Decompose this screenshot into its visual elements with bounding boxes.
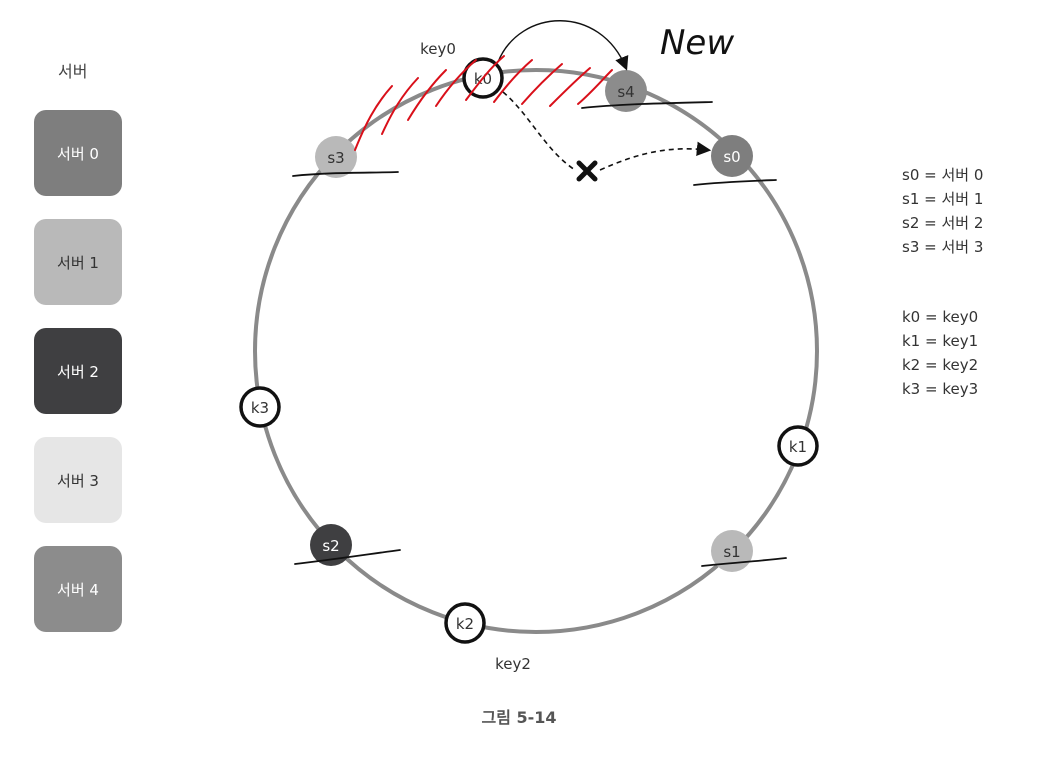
server-mapping-item: s3 = 서버 3 [902,238,984,256]
legend-server-3: 서버 3 [34,437,122,523]
ring-key-k3: k3 [239,386,281,428]
ring-server-s2: s2 [310,524,352,566]
server-mapping-item: s1 = 서버 1 [902,190,984,208]
key-mapping-list: k0 = key0 k1 = key1 k2 = key2 k3 = key3 [902,305,978,401]
removed-route-x-mark [576,160,598,182]
server-mapping-item: s0 = 서버 0 [902,166,984,184]
ring-key-k1-label: k1 [789,438,807,456]
legend-server-2: 서버 2 [34,328,122,414]
key0-caption: key0 [420,40,456,58]
red-hatch-marks [354,55,613,151]
legend-server-0: 서버 0 [34,110,122,196]
key-mapping-item: k0 = key0 [902,308,979,326]
ring-key-k3-label: k3 [251,399,269,417]
ring-server-s3: s3 [315,136,357,178]
legend-server-2-label: 서버 2 [57,362,99,381]
key2-caption: key2 [495,655,531,673]
legend-title: 서버 [58,62,88,81]
legend-server-1: 서버 1 [34,219,122,305]
ring-server-s4-label: s4 [617,83,634,101]
legend-server-4-label: 서버 4 [57,580,99,599]
ring-server-s0: s0 [711,135,753,177]
ring-server-s1: s1 [711,530,753,572]
key-mapping-item: k2 = key2 [902,356,979,374]
handwritten-new-note: New [660,23,734,63]
ring-server-s0-label: s0 [723,148,740,166]
server-mapping-item: s2 = 서버 2 [902,214,984,232]
ring-server-s3-label: s3 [327,149,344,167]
legend-server-0-label: 서버 0 [57,144,99,163]
server-mapping-list: s0 = 서버 0 s1 = 서버 1 s2 = 서버 2 s3 = 서버 3 [902,163,983,259]
ring-key-k1: k1 [777,425,819,467]
ring-server-s2-label: s2 [322,537,339,555]
legend-server-1-label: 서버 1 [57,253,99,272]
k0-to-s4-arrow [497,20,629,71]
legend-server-4: 서버 4 [34,546,122,632]
old-route-dashed-line [502,91,576,171]
ring-key-k2: k2 [444,602,486,644]
ring-key-k2-label: k2 [456,615,474,633]
figure-caption: 그림 5-14 [481,708,557,727]
ring-server-s1-label: s1 [723,543,740,561]
key-mapping-item: k3 = key3 [902,380,979,398]
old-route-dashed-arrow [599,141,712,171]
legend-server-3-label: 서버 3 [57,471,99,490]
handwritten-underlines [292,101,787,567]
key-mapping-item: k1 = key1 [902,332,979,350]
ring-server-s4: s4 [605,70,647,112]
hash-ring [253,68,819,634]
